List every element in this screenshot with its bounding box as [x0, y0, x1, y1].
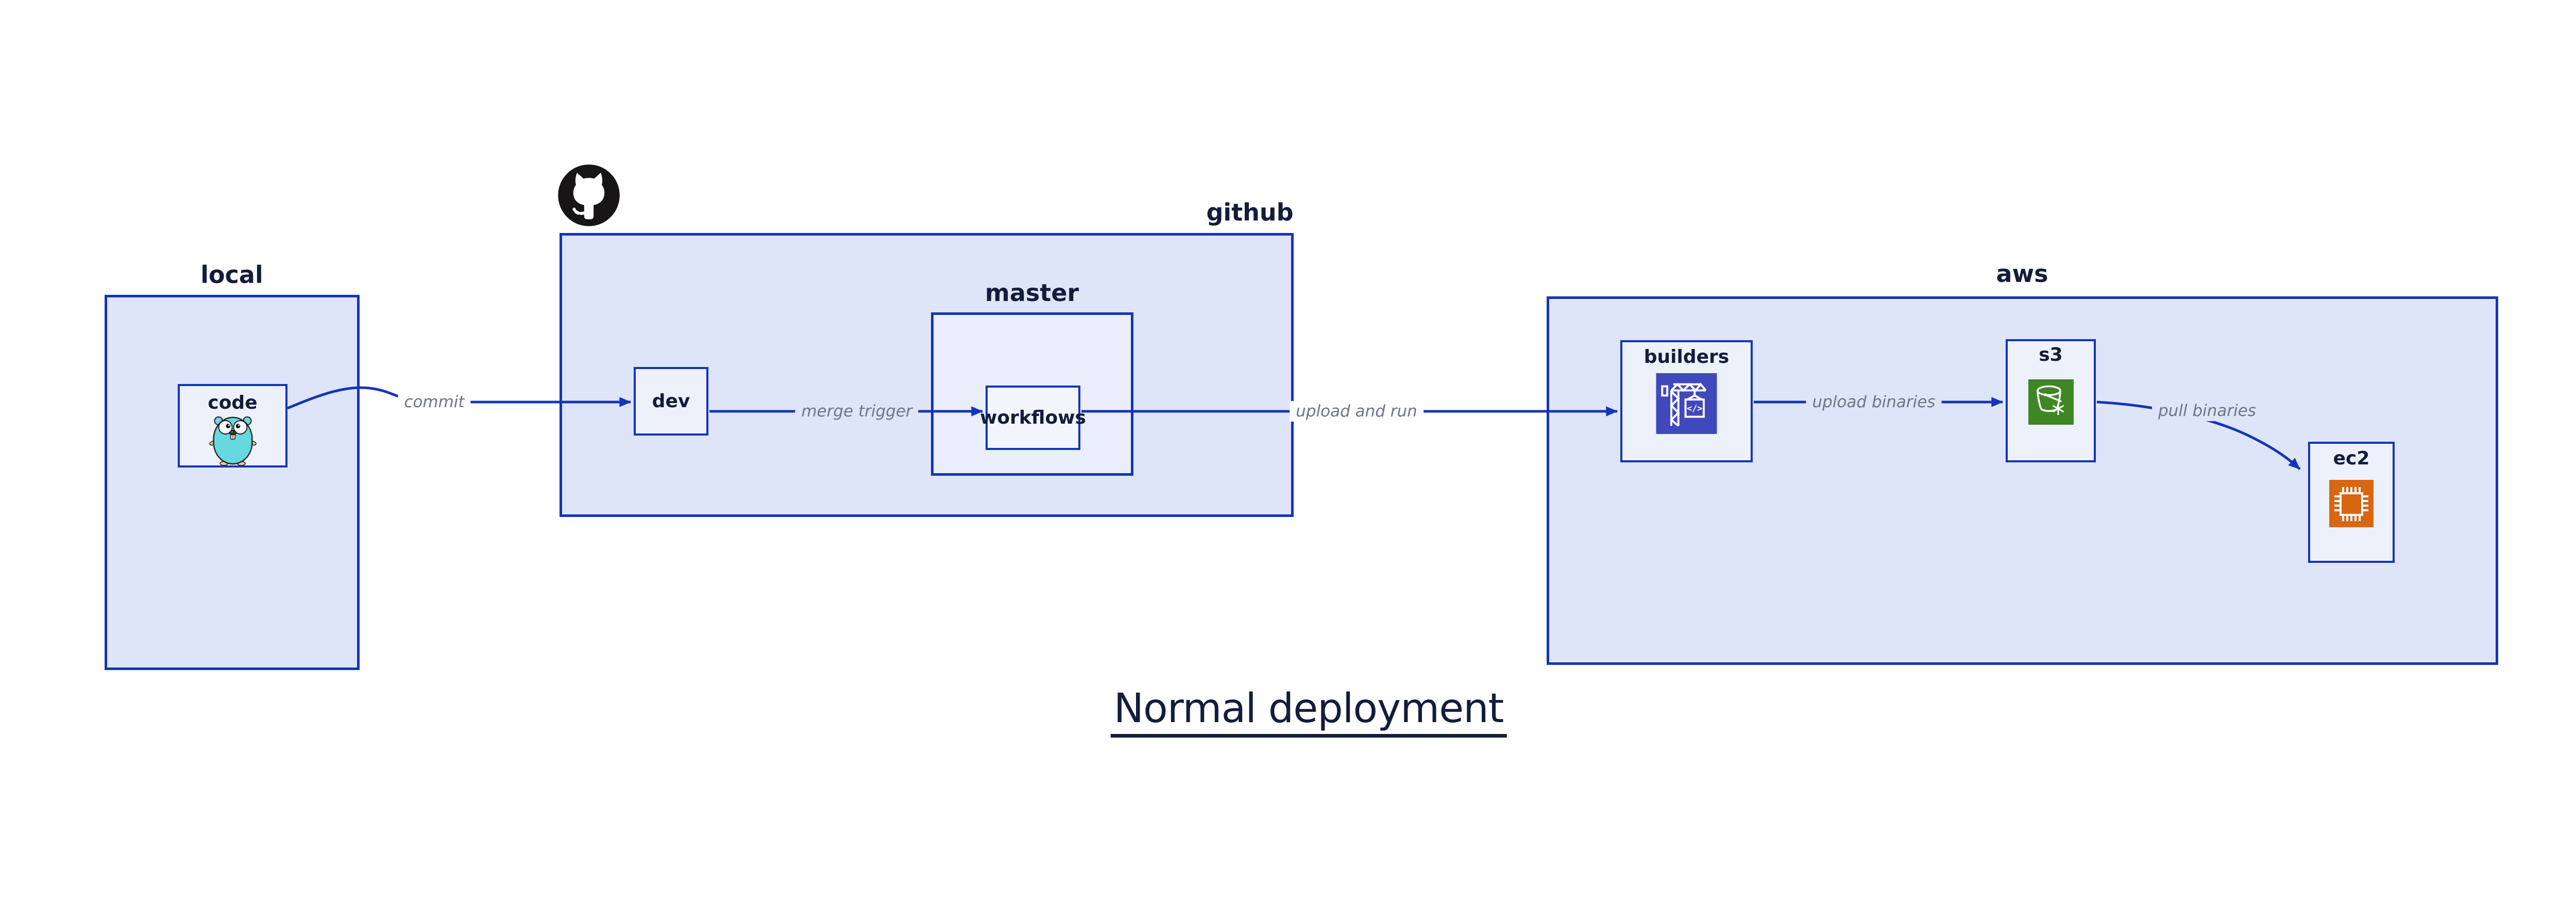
node-ec2: ec2: [2308, 442, 2395, 563]
github-octocat-icon: [558, 164, 620, 226]
ec2-chip-icon: [2329, 480, 2374, 527]
edge-label-pull-binaries: pull binaries: [2152, 400, 2262, 421]
local-container: [105, 295, 360, 670]
node-code-label: code: [208, 392, 258, 413]
edge-label-upload-and-run: upload and run: [1290, 401, 1423, 422]
codebuild-crane-icon: </>: [1656, 373, 1717, 434]
codebuild-code-glyph: </>: [1687, 403, 1702, 413]
node-s3-label: s3: [2039, 344, 2063, 365]
node-dev-label: dev: [652, 390, 690, 412]
node-builders: builders </>: [1620, 340, 1753, 462]
node-ec2-label: ec2: [2333, 448, 2370, 469]
node-s3: s3: [2006, 339, 2096, 462]
s3-glacier-bucket-icon: [2028, 379, 2074, 425]
node-workflows-label: workflows: [980, 407, 1086, 428]
node-code: code: [178, 384, 287, 467]
go-gopher-icon: [209, 416, 257, 465]
edge-pull-binaries-path: [2096, 400, 2301, 470]
aws-container-label: aws: [1996, 260, 2048, 288]
node-builders-label: builders: [1643, 346, 1730, 368]
local-container-label: local: [200, 261, 263, 289]
node-workflows: workflows: [980, 386, 1086, 450]
github-container-label: github: [1206, 198, 1294, 226]
edge-label-commit: commit: [398, 392, 471, 412]
node-dev: dev: [634, 367, 708, 436]
edge-label-upload-binaries: upload binaries: [1806, 392, 1942, 412]
diagram-title: Normal deployment: [1110, 686, 1507, 738]
edge-label-merge-trigger: merge trigger: [795, 401, 919, 422]
master-container-label: master: [985, 279, 1079, 307]
